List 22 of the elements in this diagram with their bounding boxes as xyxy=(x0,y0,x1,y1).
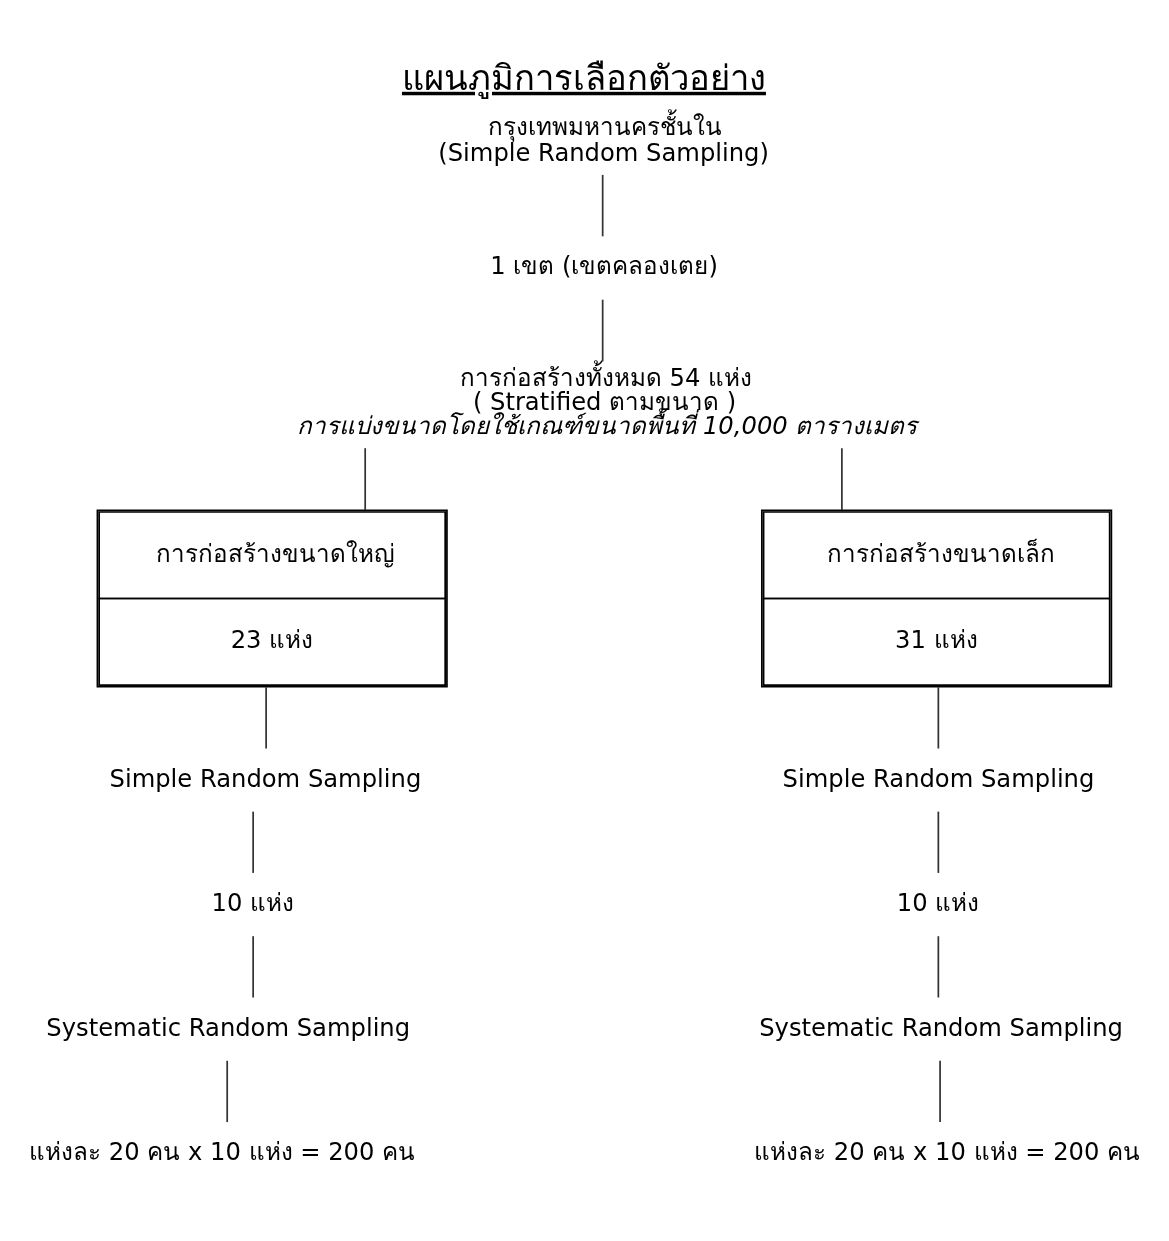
connector xyxy=(364,446,367,511)
node-text: แห่งละ 20 คน x 10 แห่ง = 200 คน xyxy=(29,1137,416,1166)
node-text: 10 แห่ง xyxy=(896,888,980,917)
node-text: 10 แห่ง xyxy=(211,888,295,917)
node-text: Systematic Random Sampling xyxy=(759,1013,1123,1042)
connector xyxy=(937,810,940,874)
connector xyxy=(937,685,940,749)
connector xyxy=(601,173,604,237)
node-text: Simple Random Sampling xyxy=(109,764,422,793)
node-text: Systematic Random Sampling xyxy=(46,1013,411,1042)
connector xyxy=(841,446,843,511)
connector xyxy=(252,934,254,998)
connector xyxy=(939,1059,941,1123)
connector xyxy=(252,810,254,874)
connector xyxy=(937,934,940,998)
node-text: แห่งละ 20 คน x 10 แห่ง = 200 คน xyxy=(754,1137,1141,1166)
node-text: 1 เขต (เขตคลองเตย) xyxy=(490,251,718,280)
connector xyxy=(265,685,267,749)
node-text: Simple Random Sampling xyxy=(782,764,1095,793)
diagram-title: แผนภูมิการเลือกตัวอย่าง xyxy=(401,57,766,98)
connector xyxy=(601,298,604,362)
connector xyxy=(226,1059,229,1123)
